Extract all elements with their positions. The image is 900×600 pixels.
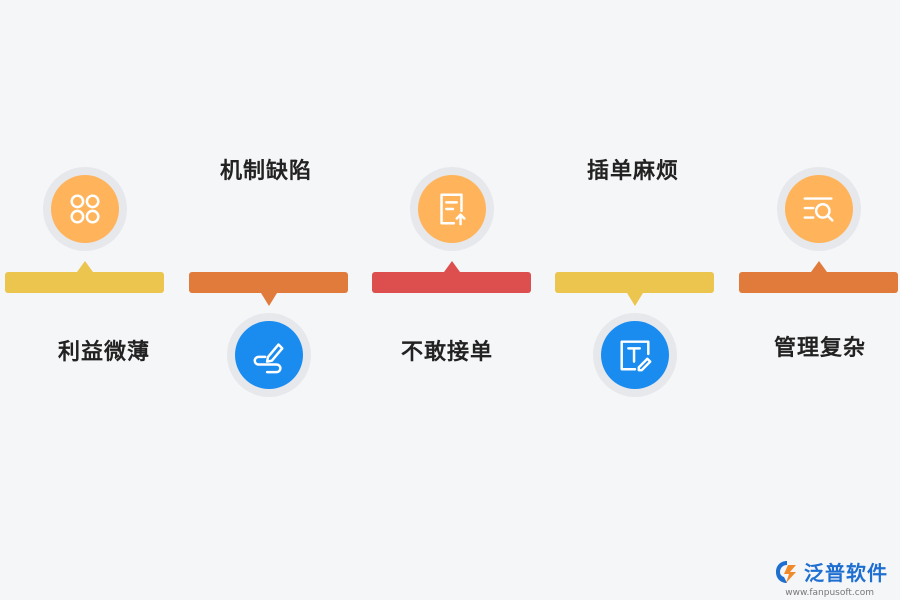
timeline-bar-2 xyxy=(189,272,348,306)
step-3-icon-disc xyxy=(418,175,486,243)
brand-logo: 泛普软件 xyxy=(774,557,888,586)
pointer-up xyxy=(811,261,827,272)
step-4-label: 插单麻烦 xyxy=(587,158,680,184)
text-edit-icon xyxy=(620,340,652,372)
pointer-down xyxy=(627,293,643,306)
timeline-bar-1 xyxy=(5,261,164,293)
step-5-label: 管理复杂 xyxy=(774,335,867,361)
pointer-up xyxy=(444,261,460,272)
step-1-icon-disc xyxy=(51,175,119,243)
pen-scribble-icon xyxy=(253,343,284,374)
step-2-icon-disc xyxy=(235,321,303,389)
timeline-bar-3 xyxy=(372,261,531,293)
step-5-icon-disc xyxy=(785,175,853,243)
step-2-icon-halo xyxy=(227,313,311,397)
step-4-icon-halo xyxy=(593,313,677,397)
step-5-icon-halo xyxy=(777,167,861,251)
pointer-up xyxy=(77,261,93,272)
timeline-bar-5 xyxy=(739,261,898,293)
list-search-icon xyxy=(803,197,834,222)
step-4-icon-disc xyxy=(601,321,669,389)
brand-name: 泛普软件 xyxy=(804,561,888,585)
step-1-icon-halo xyxy=(43,167,127,251)
document-upload-icon xyxy=(440,193,466,226)
brand-url: www.fanpusoft.com xyxy=(785,588,874,598)
step-3-icon-halo xyxy=(410,167,494,251)
grid-circles-icon xyxy=(70,194,100,224)
timeline-bar-4 xyxy=(555,272,714,306)
pointer-down xyxy=(261,293,277,306)
step-2-label: 机制缺陷 xyxy=(220,158,313,184)
step-3-label: 不敢接单 xyxy=(401,339,494,365)
fanpu-logo-icon xyxy=(776,560,796,583)
step-1-label: 利益微薄 xyxy=(58,339,151,365)
